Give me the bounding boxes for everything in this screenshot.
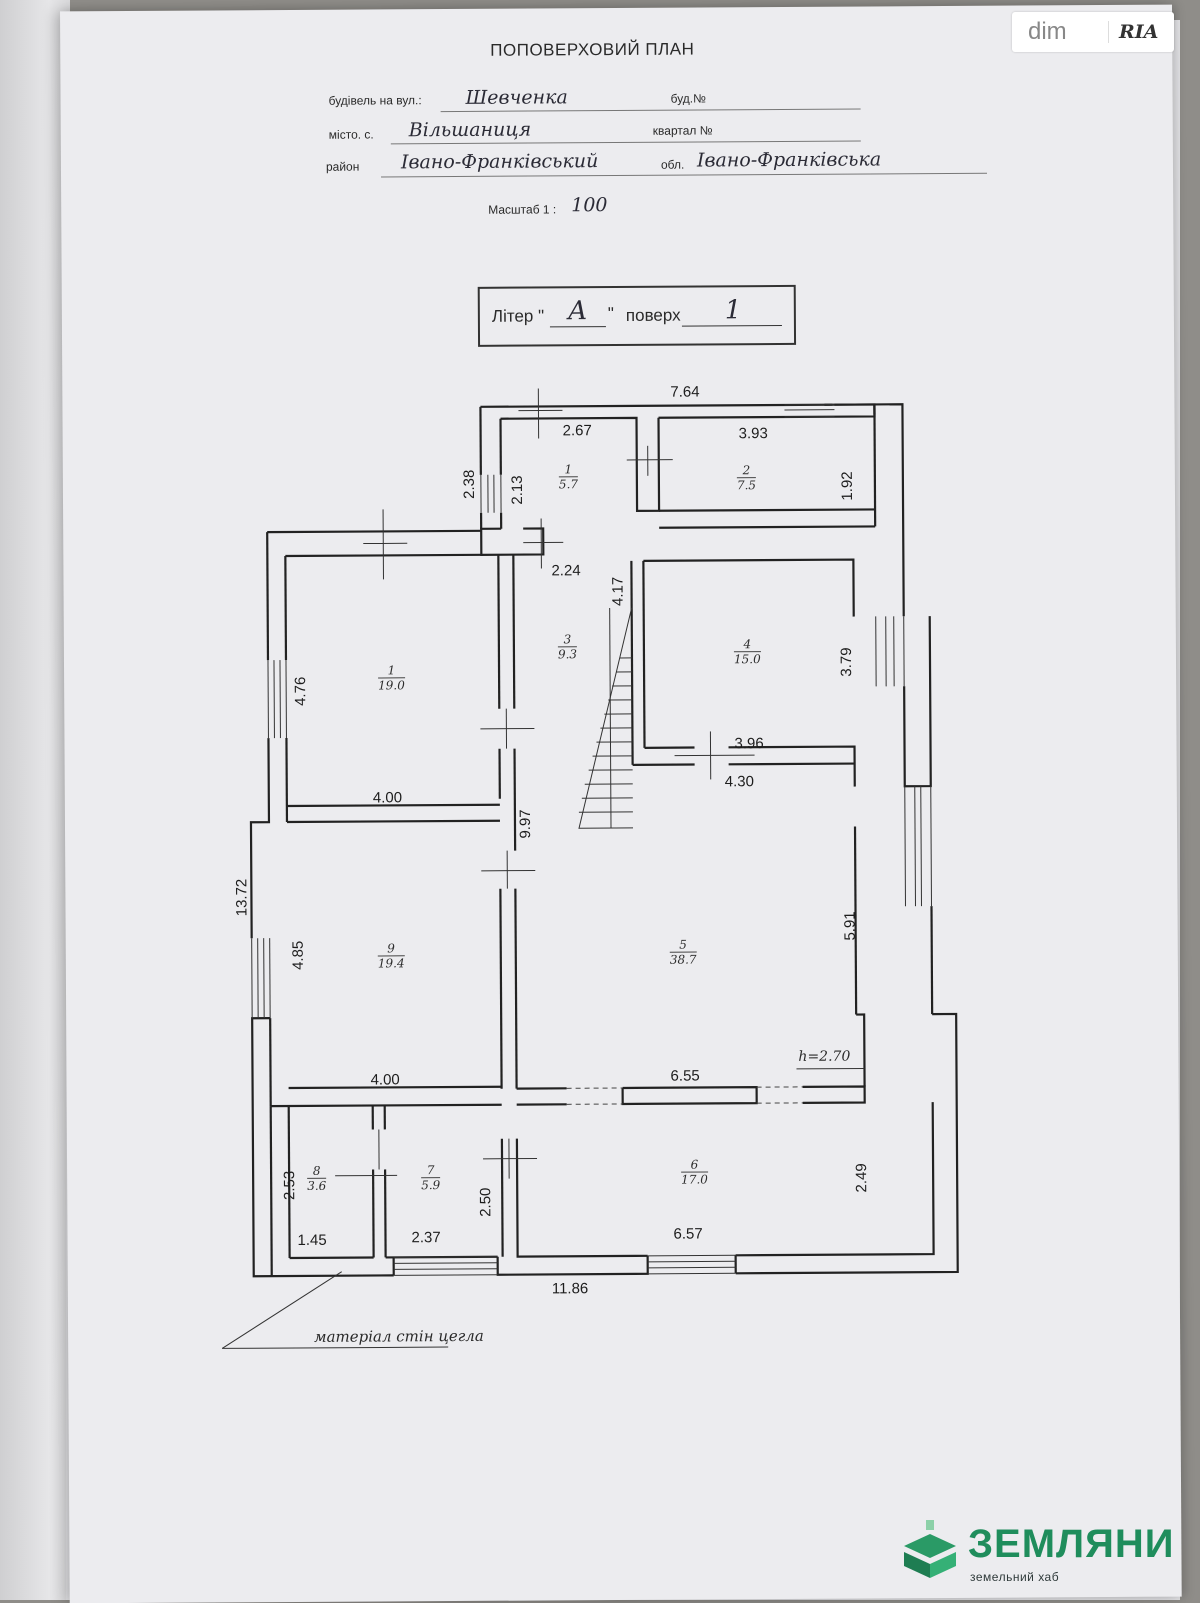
dimension: 4.76 <box>292 677 309 706</box>
brand-name: ЗЕМЛЯНИ <box>968 1522 1175 1567</box>
dimension: 3.79 <box>838 647 855 676</box>
floor-plan-sheet: ПОПОВЕРХОВИЙ ПЛАН будівель на вул.: Шевч… <box>60 5 1182 1603</box>
dimension: 2.24 <box>551 562 580 579</box>
dimension: 3.96 <box>734 735 763 752</box>
back-page-edge <box>0 0 70 1600</box>
ceiling-height-note: h=2.70 <box>798 1049 850 1065</box>
dimension: 9.97 <box>517 809 534 838</box>
dim-logo-text: dim <box>1012 18 1108 46</box>
brand-subtitle: земельний хаб <box>970 1570 1059 1584</box>
dashed-openings <box>567 1087 803 1104</box>
dimension: 2.49 <box>853 1163 870 1192</box>
dimension: 2.37 <box>411 1229 440 1246</box>
dimension: 11.86 <box>552 1280 589 1297</box>
wall-material-note: матеріал стін цегла <box>314 1327 484 1346</box>
staircase <box>578 608 633 828</box>
material-underline <box>222 1347 448 1348</box>
door-marks <box>330 387 757 1180</box>
windows <box>248 404 933 1276</box>
wall-outlines <box>248 404 957 1276</box>
dimension: 13.72 <box>233 879 250 917</box>
dimension: 2.67 <box>563 422 592 439</box>
dimension: 2.50 <box>477 1188 494 1217</box>
dimension: 2.38 <box>461 470 478 499</box>
dimension: 6.57 <box>673 1225 702 1242</box>
dimension: 2.53 <box>281 1171 298 1200</box>
zemlyany-logo-icon <box>900 1518 960 1584</box>
dimension: 4.85 <box>290 941 307 970</box>
dimension: 4.00 <box>370 1071 399 1088</box>
dimension: 4.30 <box>725 773 754 790</box>
dimension: 1.45 <box>297 1232 326 1249</box>
dimension: 4.00 <box>373 789 402 806</box>
dimension: 2.13 <box>509 475 526 504</box>
dimension: 1.92 <box>839 471 856 500</box>
floor-plan-drawing <box>60 5 1182 1603</box>
dim-ria-watermark: dim RIA <box>1012 12 1174 52</box>
dimension: 4.17 <box>609 577 626 606</box>
zemlyany-brand-watermark: ЗЕМЛЯНИ земельний хаб <box>900 1518 1190 1590</box>
dimension: 5.91 <box>842 911 859 940</box>
dimension: 7.64 <box>670 383 699 400</box>
dimension: 3.93 <box>739 425 768 442</box>
dimension: 6.55 <box>670 1068 699 1085</box>
ria-logo-text: RIA <box>1108 21 1158 43</box>
